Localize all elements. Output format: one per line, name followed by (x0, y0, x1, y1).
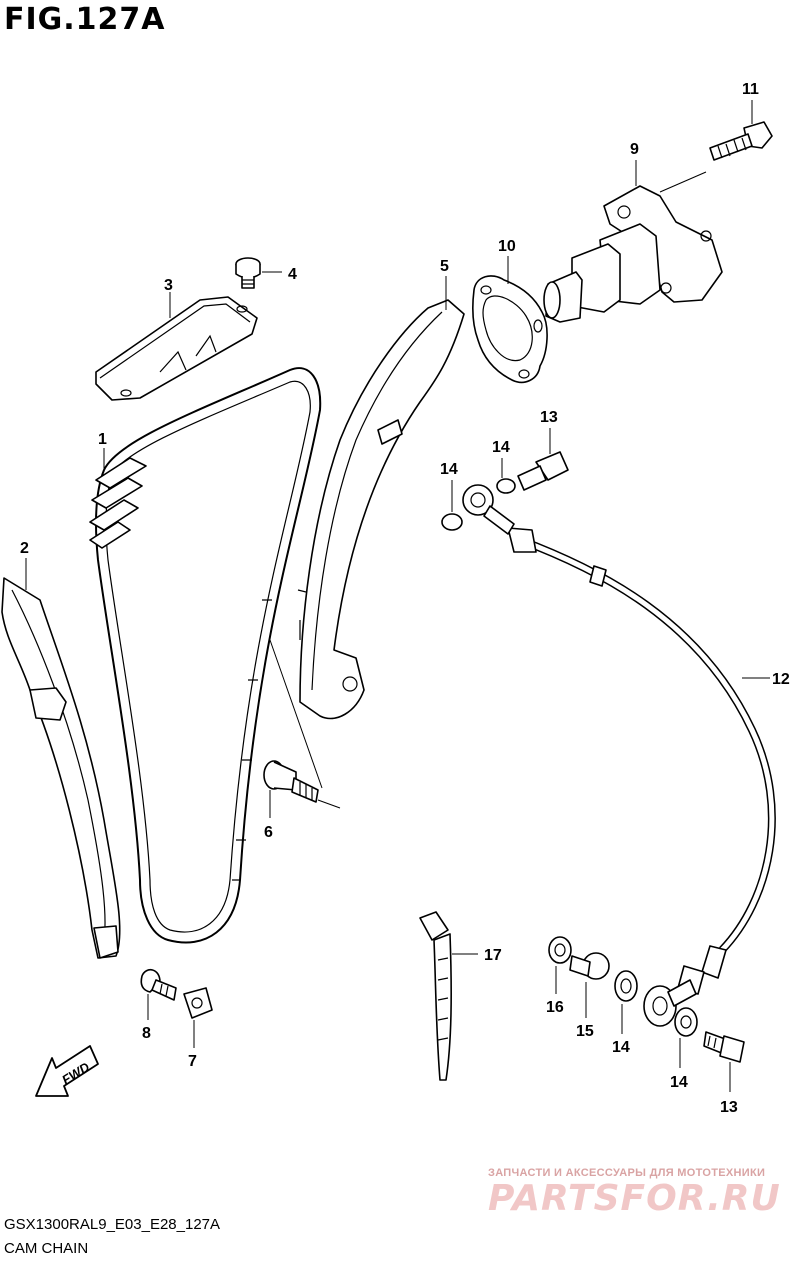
upper-banjo-fitting[interactable] (441, 478, 516, 535)
part-13-banjo-bolt-lower[interactable] (703, 1031, 745, 1063)
part-14-washer-lower-a[interactable] (614, 970, 638, 1002)
callout-2: 2 (20, 540, 29, 557)
callout-4: 4 (288, 266, 297, 283)
part-7-washer-plate[interactable] (183, 987, 213, 1019)
callout-14-b: 14 (492, 439, 510, 456)
part-6-pivot-bolt[interactable] (263, 760, 319, 803)
part-11-bolt[interactable] (709, 121, 773, 161)
figure-title: FIG.127A (4, 2, 166, 37)
part-13-banjo-bolt-upper[interactable] (517, 451, 569, 491)
part-12-oil-hose[interactable] (507, 527, 776, 995)
callout-13-upper: 13 (540, 409, 558, 426)
part-9-tensioner-adjuster[interactable] (543, 185, 723, 323)
part-5-tensioner-guide[interactable] (297, 299, 465, 720)
callout-14-a: 14 (440, 461, 458, 478)
part-17-cable-tie[interactable] (419, 911, 452, 1081)
callout-10: 10 (498, 238, 516, 255)
part-16-washer[interactable] (548, 936, 572, 964)
part-14-washer-lower-b[interactable] (674, 1007, 698, 1037)
callout-12: 12 (772, 671, 790, 688)
part-3-chain-guide-top[interactable] (95, 296, 258, 401)
callout-11: 11 (742, 81, 759, 98)
callout-3: 3 (164, 277, 173, 294)
callout-8: 8 (142, 1025, 151, 1042)
part-4-bolt[interactable] (235, 257, 261, 289)
part-10-gasket[interactable] (472, 275, 548, 384)
part-15-bolt[interactable] (569, 952, 610, 980)
callout-1: 1 (98, 431, 107, 448)
callout-5: 5 (440, 258, 449, 275)
watermark-tagline: ЗАПЧАСТИ И АКСЕССУАРЫ ДЛЯ МОТОТЕХНИКИ (488, 1167, 766, 1179)
part-2-chain-guide-left[interactable] (1, 577, 121, 959)
figure-code: GSX1300RAL9_E03_E28_127A (4, 1216, 221, 1233)
callout-16: 16 (546, 999, 564, 1016)
figure-name: CAM CHAIN (4, 1240, 89, 1257)
callout-6: 6 (264, 824, 273, 841)
callout-15: 15 (576, 1023, 594, 1040)
callout-14-d: 14 (670, 1074, 688, 1091)
callout-17: 17 (484, 947, 502, 964)
part-1-cam-chain[interactable] (89, 367, 322, 944)
watermark-logo: PARTSFOR.RU (488, 1178, 781, 1219)
fwd-arrow: FWD (35, 1045, 99, 1097)
callout-13-lower: 13 (720, 1099, 738, 1116)
callout-14-c: 14 (612, 1039, 630, 1056)
callout-9: 9 (630, 141, 639, 158)
callout-7: 7 (188, 1053, 197, 1070)
part-8-screw[interactable] (140, 969, 177, 1001)
lower-banjo-fitting[interactable] (643, 979, 697, 1027)
